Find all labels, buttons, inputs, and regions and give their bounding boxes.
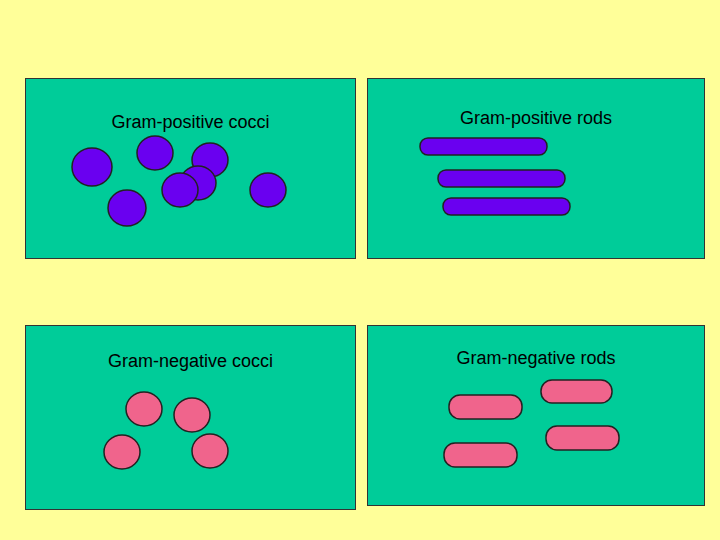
panel-label: Gram-negative rods [368, 346, 704, 370]
gram-negative-cocci [104, 392, 228, 469]
stain-panel: Gram-negative cocci [25, 325, 356, 510]
panel-label: Gram-positive rods [368, 106, 704, 130]
stain-panel: Gram-negative rods [367, 325, 705, 506]
panel-ground [367, 325, 705, 506]
panel-ground [367, 78, 705, 259]
gram-positive-cocci [72, 136, 286, 226]
gram-negative-rods [444, 380, 619, 467]
panel-label: Gram-positive cocci [26, 110, 355, 134]
stain-panel: Gram-positive cocci [25, 78, 356, 259]
gram-positive-rods [420, 138, 570, 215]
panel-ground [25, 325, 356, 510]
panel-label: Gram-negative cocci [26, 349, 355, 373]
panel-ground [25, 78, 356, 259]
stain-panel: Gram-positive rods [367, 78, 705, 259]
